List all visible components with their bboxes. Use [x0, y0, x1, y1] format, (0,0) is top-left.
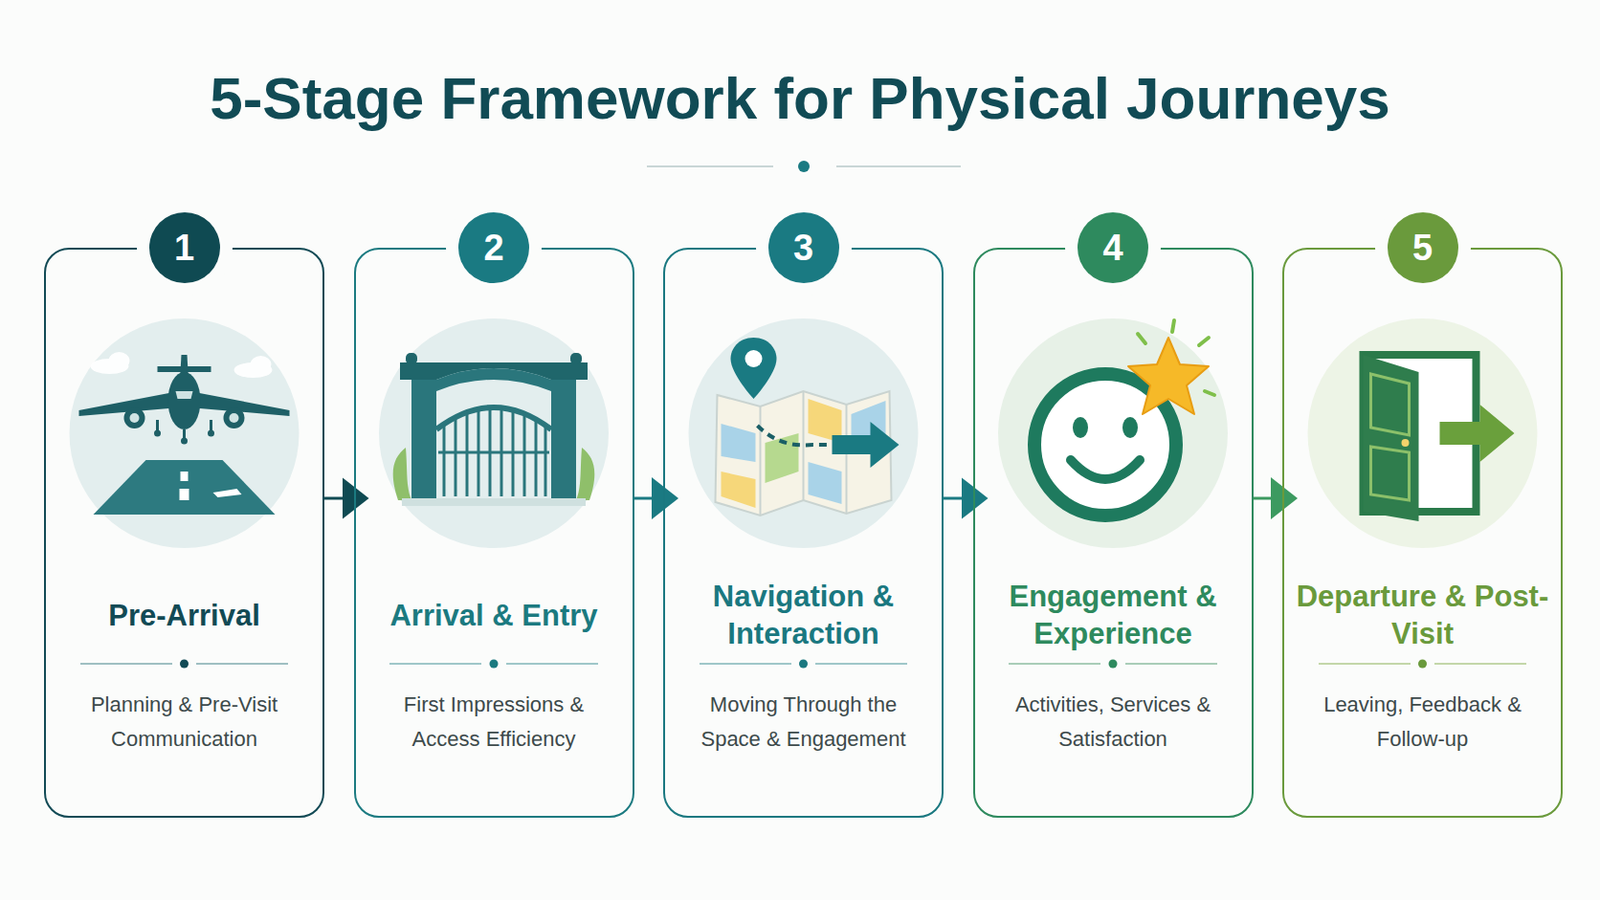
stage-number: 4 — [1077, 212, 1149, 284]
stage-number: 5 — [1387, 212, 1459, 284]
stage-description: Planning & Pre-Visit Communication — [65, 688, 305, 757]
stage-card: Arrival & EntryFirst Impressions & Acces… — [354, 247, 635, 819]
stage-number: 2 — [458, 212, 530, 284]
stage-arrow — [324, 497, 355, 501]
airplane-icon — [69, 318, 300, 549]
door-icon — [1308, 318, 1538, 549]
stage-heading: Departure & Post-Visit — [1293, 577, 1552, 653]
heading-area: Navigation & Interaction — [674, 561, 933, 669]
stage-description: Leaving, Feedback & Follow-up — [1303, 688, 1543, 757]
stage-card: Pre-ArrivalPlanning & Pre-Visit Communic… — [44, 247, 325, 819]
body-area: Leaving, Feedback & Follow-up — [1284, 688, 1561, 757]
stage-heading: Pre-Arrival — [55, 597, 313, 635]
stage-heading: Engagement & Experience — [984, 577, 1243, 653]
stage-description: Activities, Services & Satisfaction — [993, 688, 1233, 757]
stage-number: 1 — [149, 212, 221, 284]
stage-heading: Navigation & Interaction — [674, 577, 933, 653]
stage-card: Navigation & InteractionMoving Through t… — [663, 247, 944, 819]
title-ornament — [646, 160, 961, 173]
gate-icon — [378, 318, 609, 549]
stage-description: Moving Through the Space & Engagement — [684, 688, 924, 757]
heading-area: Engagement & Experience — [984, 561, 1243, 669]
diagram-title: 5-Stage Framework for Physical Journeys — [0, 63, 1600, 134]
stage-number: 3 — [768, 212, 840, 284]
body-area: First Impressions & Access Efficiency — [355, 688, 633, 757]
body-area: Moving Through the Space & Engagement — [665, 688, 942, 757]
body-area: Activities, Services & Satisfaction — [975, 688, 1252, 757]
stage-arrow — [634, 497, 665, 501]
stage-arrow — [943, 497, 974, 501]
map-icon — [688, 318, 919, 549]
stage-description: First Impressions & Access Efficiency — [374, 688, 614, 757]
stage-heading: Arrival & Entry — [365, 597, 623, 635]
heading-area: Arrival & Entry — [365, 561, 623, 669]
stage-card: Departure & Post-VisitLeaving, Feedback … — [1282, 247, 1563, 819]
smiley-icon — [998, 318, 1228, 549]
body-area: Planning & Pre-Visit Communication — [45, 688, 323, 757]
heading-area: Pre-Arrival — [55, 561, 313, 669]
stage-card: Engagement & ExperienceActivities, Servi… — [973, 247, 1254, 819]
card-dividers — [80, 660, 1527, 669]
heading-area: Departure & Post-Visit — [1293, 561, 1552, 669]
stage-arrow — [1253, 497, 1284, 501]
